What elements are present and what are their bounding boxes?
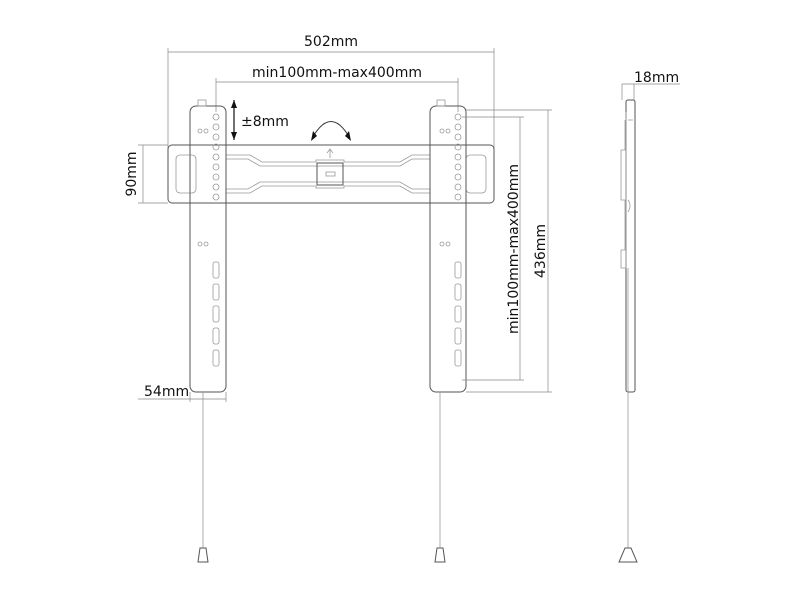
rail-width-label: 54mm <box>144 384 189 400</box>
hole <box>212 143 220 151</box>
hole <box>454 173 462 181</box>
hole <box>454 163 462 171</box>
hole <box>212 183 220 191</box>
up-arrow-icon <box>326 148 334 158</box>
vertical-adjust-dimension: ±8mm <box>231 100 289 140</box>
slot <box>212 305 220 323</box>
slot <box>454 305 462 323</box>
vertical-vesa-dimension: min100mm-max400mm <box>462 116 524 381</box>
slot <box>454 283 462 301</box>
depth-label: 18mm <box>634 70 679 86</box>
right-rail <box>429 99 467 393</box>
hole <box>454 123 462 131</box>
left-rail <box>189 99 227 393</box>
hole <box>454 153 462 161</box>
hole <box>197 128 203 134</box>
rail-holes <box>197 113 462 367</box>
vertical-adjust-label: ±8mm <box>241 114 289 130</box>
hole <box>454 183 462 191</box>
hole <box>212 123 220 131</box>
hole <box>212 153 220 161</box>
rail-height-dimension: 436mm <box>466 109 552 393</box>
slot <box>212 349 220 367</box>
hole <box>454 143 462 151</box>
hole <box>197 241 203 247</box>
slot <box>212 327 220 345</box>
hole <box>439 241 445 247</box>
hole <box>212 173 220 181</box>
hole <box>454 113 462 121</box>
slot <box>212 283 220 301</box>
horizontal-vesa-label: min100mm-max400mm <box>252 65 422 81</box>
horizontal-plate <box>167 144 495 204</box>
hole <box>212 113 220 121</box>
rail-height-label: 436mm <box>533 224 549 278</box>
hole <box>454 193 462 201</box>
hole <box>203 241 209 247</box>
double-arrow-icon <box>231 100 237 140</box>
hole <box>203 128 209 134</box>
hole <box>454 133 462 141</box>
slot <box>454 327 462 345</box>
slot <box>454 349 462 367</box>
hole <box>212 163 220 171</box>
vertical-vesa-label: min100mm-max400mm <box>506 164 522 334</box>
safety-strings <box>197 392 446 563</box>
overall-width-label: 502mm <box>304 34 358 50</box>
rail-width-dimension: 54mm <box>138 384 227 402</box>
hole <box>212 133 220 141</box>
hole <box>212 193 220 201</box>
hole <box>439 128 445 134</box>
slot <box>212 261 220 279</box>
plate-height-label: 90mm <box>124 151 140 196</box>
horizontal-vesa-dimension: min100mm-max400mm <box>215 65 459 112</box>
plate-height-dimension: 90mm <box>124 144 168 204</box>
side-view: 18mm <box>618 70 680 563</box>
slot <box>454 261 462 279</box>
overall-width-dimension: 502mm <box>167 34 495 150</box>
hole <box>445 128 451 134</box>
hole <box>445 241 451 247</box>
rotation-arrow-icon <box>311 121 351 141</box>
